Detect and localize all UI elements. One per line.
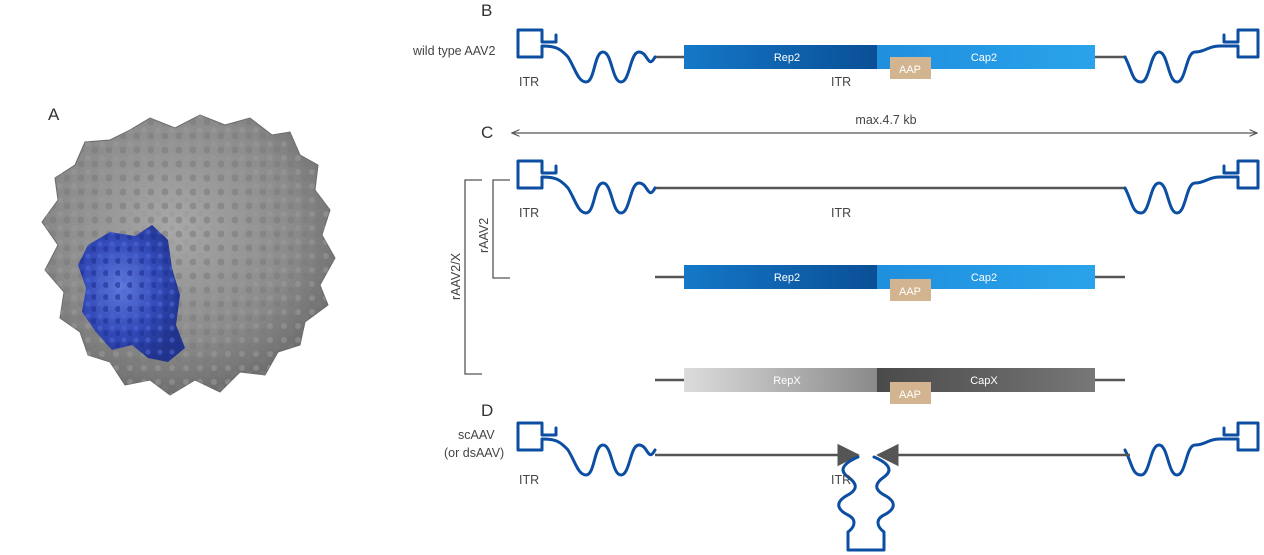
- repx-capx-helper: RepX CapX AAP: [655, 368, 1125, 404]
- rep2-cap2-helper: Rep2 Cap2 AAP: [655, 265, 1125, 301]
- aap-label: AAP: [899, 389, 921, 401]
- rep2-block: [684, 265, 877, 289]
- raav2x-bracket: rAAV2/X: [449, 179, 482, 375]
- itr-label-center: ITR: [831, 473, 851, 487]
- raav-vector-genome: ITR ITR: [516, 159, 1260, 220]
- wild-type-aav2-label: wild type AAV2: [412, 44, 496, 58]
- itr-right-icon: [1123, 421, 1260, 477]
- dsaav-label: (or dsAAV): [444, 446, 504, 460]
- wild-type-genome: Rep2 Cap2 AAP ITR ITR: [516, 28, 1260, 89]
- rep2-block: [684, 45, 877, 69]
- panel-letter-a: A: [48, 105, 60, 124]
- aav-capsid-image: [41, 114, 336, 396]
- cap2-label: Cap2: [971, 52, 997, 64]
- itr-hairpin-icon: [837, 455, 895, 552]
- itr-label-center: ITR: [831, 206, 851, 220]
- cap2-label: Cap2: [971, 272, 997, 284]
- itr-right-icon: [1123, 159, 1260, 215]
- rep2-label: Rep2: [774, 52, 800, 64]
- panel-letter-b: B: [481, 1, 492, 20]
- panel-letter-d: D: [481, 401, 493, 420]
- aap-label: AAP: [899, 64, 921, 76]
- rep2-label: Rep2: [774, 272, 800, 284]
- repx-block: [684, 368, 877, 392]
- itr-label-left: ITR: [519, 206, 539, 220]
- scaav-genome: ITR ITR: [516, 421, 1260, 552]
- capx-label: CapX: [970, 375, 998, 387]
- raav2-label: rAAV2: [477, 218, 491, 253]
- max-size-label: max.4.7 kb: [855, 113, 916, 127]
- itr-left-icon: [516, 421, 657, 477]
- itr-left-icon: [516, 159, 657, 215]
- itr-label-left: ITR: [519, 75, 539, 89]
- repx-label: RepX: [773, 375, 801, 387]
- aap-label: AAP: [899, 286, 921, 298]
- aap-block: [890, 279, 931, 301]
- capsid-highlight-texture: [78, 225, 185, 362]
- itr-label-center: ITR: [831, 75, 851, 89]
- panel-letter-c: C: [481, 123, 493, 142]
- aap-block: [890, 382, 931, 404]
- itr-left-icon: [516, 28, 657, 84]
- raav2x-label: rAAV2/X: [449, 252, 463, 300]
- itr-label-left: ITR: [519, 473, 539, 487]
- raav2-bracket: rAAV2: [477, 179, 510, 279]
- scaav-label: scAAV: [458, 428, 495, 442]
- itr-right-icon: [1123, 28, 1260, 84]
- aap-block: [890, 57, 931, 79]
